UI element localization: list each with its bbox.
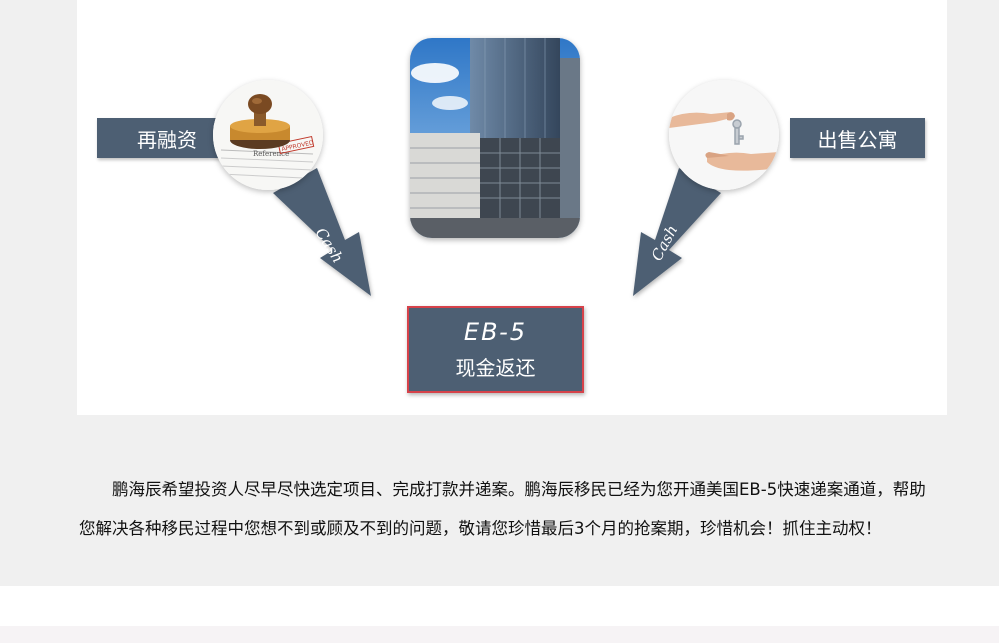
hands-key-icon xyxy=(669,80,779,190)
eb5-title: EB-5 xyxy=(463,317,528,346)
eb5-subtitle: 现金返还 xyxy=(455,355,536,380)
hands-circle xyxy=(669,80,779,190)
stamp-paper-text: Reference xyxy=(253,150,289,158)
right-cash-arrow xyxy=(633,168,721,296)
eb5-cash-return-box: EB-5 现金返还 xyxy=(407,306,584,393)
bottom-strip xyxy=(0,626,999,643)
building-photo xyxy=(410,38,580,238)
left-cash-arrow xyxy=(273,168,371,296)
body-paragraph: 鹏海辰希望投资人尽早尽快选定项目、完成打款并递案。鹏海辰移民已经为您开通美国EB… xyxy=(79,480,926,538)
stamp-icon: Reference APPROVED xyxy=(213,80,323,190)
sell-condo-label: 出售公寓 xyxy=(790,118,925,158)
eb5-cash-return-diagram: Cash Cash 再融资 Reference APPROVED xyxy=(77,0,947,415)
building-illustration xyxy=(410,38,580,238)
cash-arrows: Cash Cash xyxy=(273,168,721,296)
stamp-circle: Reference APPROVED xyxy=(213,80,323,190)
